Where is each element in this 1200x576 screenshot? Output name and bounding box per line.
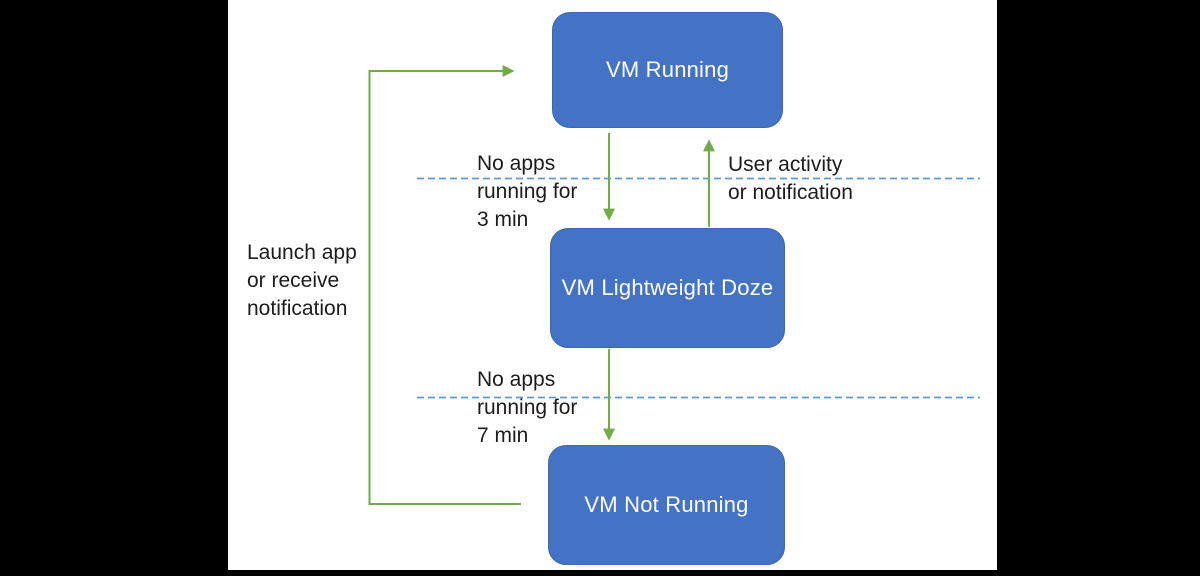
- node-vm-lightweight-doze: VM Lightweight Doze: [550, 228, 785, 348]
- edge-label-user-activity: User activity or notification: [728, 153, 853, 204]
- edge-label-no-apps-7min: No apps running for 7 min: [477, 368, 578, 447]
- node-vm-running-label: VM Running: [605, 57, 730, 82]
- edge-label-no-apps-3min: No apps running for 3 min: [477, 152, 578, 231]
- node-vm-not-running-label: VM Not Running: [584, 492, 749, 517]
- edge-label-launch-app: Launch app or receive notification: [247, 241, 357, 320]
- node-vm-not-running: VM Not Running: [548, 445, 785, 565]
- node-vm-running: VM Running: [552, 12, 783, 128]
- node-vm-lightweight-doze-label: VM Lightweight Doze: [561, 275, 774, 300]
